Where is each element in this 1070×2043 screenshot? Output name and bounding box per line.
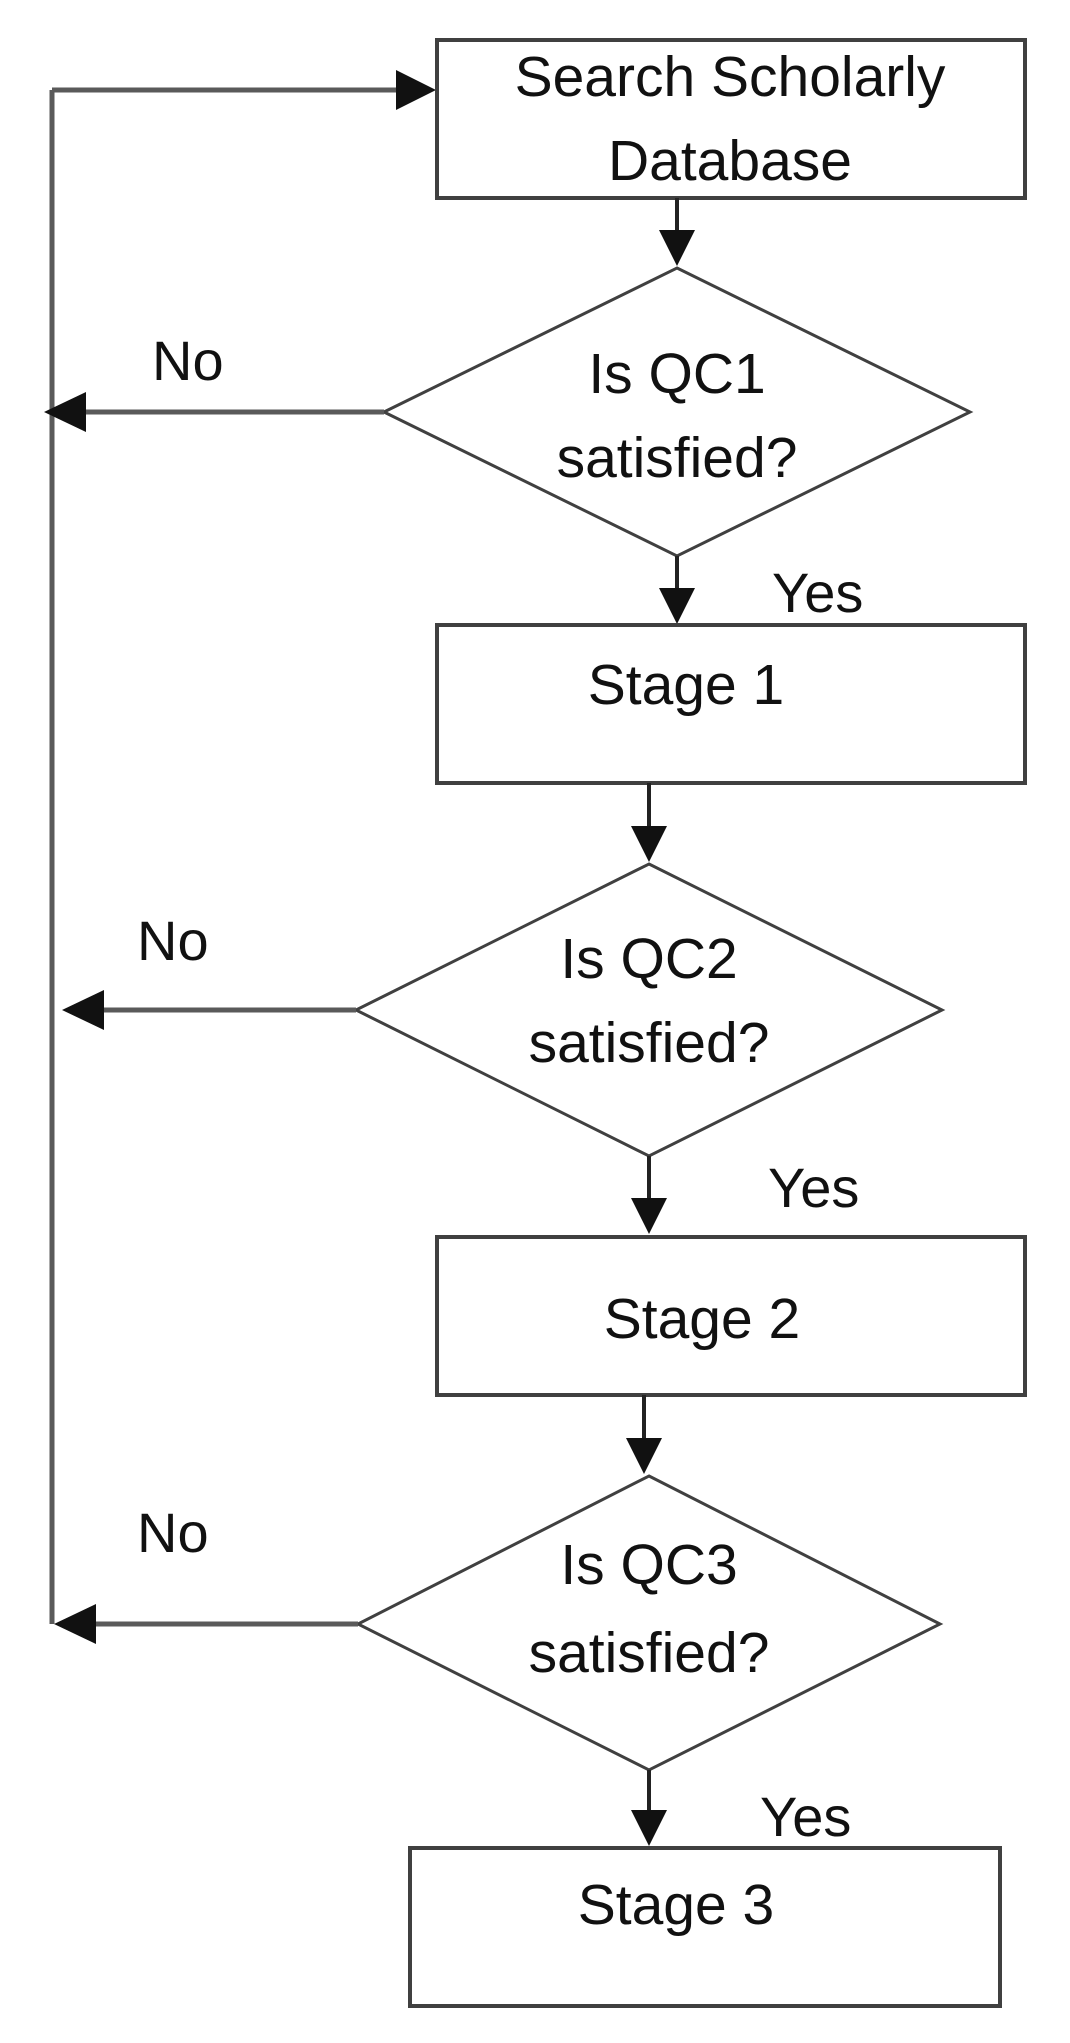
qc2-no-arrowhead	[62, 990, 104, 1030]
arrow-qc1-to-stage1-head	[659, 588, 695, 624]
qc3-label-line2: satisfied?	[529, 1621, 770, 1685]
stage3-label: Stage 3	[578, 1873, 775, 1937]
arrow-stage1-to-qc2-head	[631, 826, 667, 862]
qc2-yes-label: Yes	[768, 1156, 859, 1219]
qc1-decision	[380, 266, 974, 558]
search-database-label-line2: Database	[608, 129, 852, 193]
feedback-arrowhead	[396, 70, 436, 110]
arrow-qc3-to-stage3-head	[631, 1810, 667, 1846]
stage1-label: Stage 1	[588, 653, 785, 717]
qc3-yes-label: Yes	[760, 1785, 851, 1848]
arrow-search-to-qc1-head	[659, 230, 695, 266]
stage2-box	[435, 1235, 1027, 1397]
qc1-no-arrowhead	[44, 392, 86, 432]
search-database-box	[435, 38, 1027, 200]
qc2-no-label: No	[137, 909, 209, 972]
stage3-box	[408, 1846, 1002, 2008]
stage1-box	[435, 623, 1027, 785]
arrow-stage2-to-qc3-head	[626, 1438, 662, 1474]
qc2-decision	[352, 862, 946, 1158]
qc1-label-line2: satisfied?	[557, 426, 798, 490]
qc1-yes-label: Yes	[772, 561, 863, 624]
qc2-label-line2: satisfied?	[529, 1011, 770, 1075]
stage2-label: Stage 2	[604, 1287, 801, 1351]
qc1-no-label: No	[152, 329, 224, 392]
search-database-label-line1: Search Scholarly	[515, 45, 946, 109]
qc1-label-line1: Is QC1	[588, 342, 765, 406]
qc3-label-line1: Is QC3	[560, 1533, 737, 1597]
qc2-label-line1: Is QC2	[560, 927, 737, 991]
arrow-qc2-to-stage2-head	[631, 1198, 667, 1234]
qc3-no-arrowhead	[54, 1604, 96, 1644]
qc3-no-label: No	[137, 1501, 209, 1564]
